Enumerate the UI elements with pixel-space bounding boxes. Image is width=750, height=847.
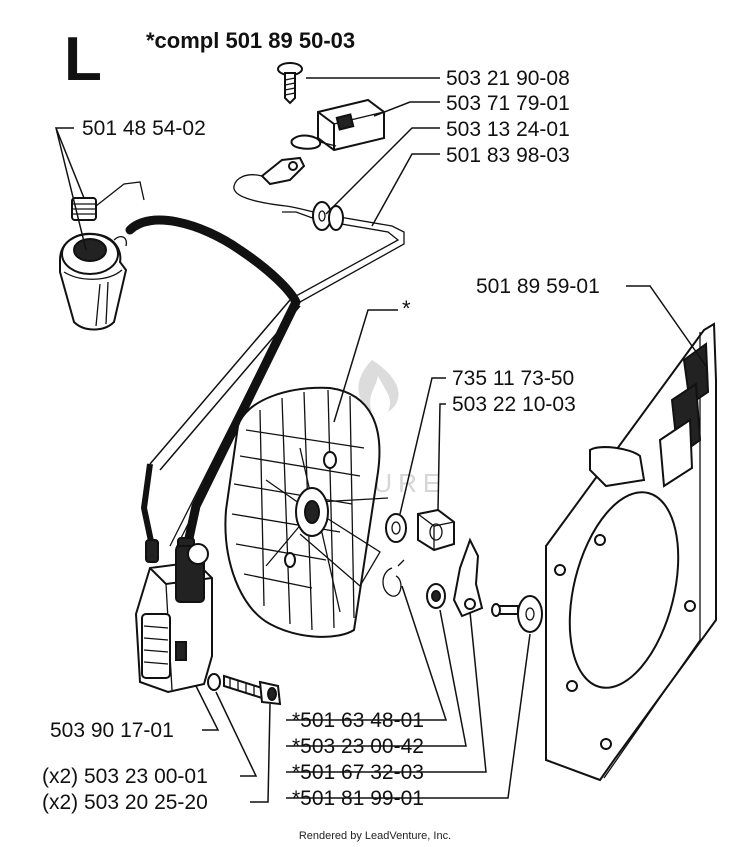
callout-spark-plug-cap: 501 48 54-02 xyxy=(82,117,206,140)
callout-spring: *501 63 48-01 xyxy=(292,709,424,732)
washer-part xyxy=(385,513,407,543)
callout-module-screw: (x2) 503 20 25-20 xyxy=(42,791,208,814)
callout-nut: 503 22 10-03 xyxy=(452,393,576,416)
callout-ignition-module: 503 90 17-01 xyxy=(50,719,174,742)
pawl-part xyxy=(452,537,484,618)
watermark-flame-icon xyxy=(358,360,399,412)
callout-pawl-screw: *501 81 99-01 xyxy=(292,787,424,810)
callout-pawl: *501 67 32-03 xyxy=(292,761,424,784)
callout-pawl-washer: *503 23 00-42 xyxy=(292,735,424,758)
callout-screw-top: 503 21 90-08 xyxy=(446,67,570,90)
callout-flywheel-marker: * xyxy=(402,296,411,321)
callout-switch: 503 71 79-01 xyxy=(446,92,570,115)
callout-ground-lead: 503 13 24-01 xyxy=(446,118,570,141)
section-letter: L xyxy=(64,25,102,94)
callout-starter-plate: 501 89 59-01 xyxy=(476,275,600,298)
pawl-screw-part xyxy=(491,595,543,633)
switch-part xyxy=(290,98,385,152)
ignition-module-part xyxy=(134,543,213,694)
spring-part xyxy=(382,559,405,597)
pawl-washer-part xyxy=(426,583,446,609)
ht-lead-part xyxy=(125,215,301,563)
callout-washer: 735 11 73-50 xyxy=(452,367,574,390)
callout-module-washer: (x2) 503 23 00-01 xyxy=(42,765,208,788)
leader-lines xyxy=(54,77,707,803)
complete-kit-number: *compl 501 89 50-03 xyxy=(146,28,355,53)
module-screw-part xyxy=(207,673,282,706)
spark-plug-cap-part xyxy=(59,181,145,331)
nut-part xyxy=(417,508,455,552)
flywheel-part xyxy=(224,386,389,638)
callout-short-circuit-cable: 501 83 98-03 xyxy=(446,144,570,167)
ground-lead-part xyxy=(233,156,306,207)
starter-plate-part xyxy=(545,322,717,782)
screw-part xyxy=(277,62,303,105)
footer-credit: Rendered by LeadVenture, Inc. xyxy=(299,830,451,842)
